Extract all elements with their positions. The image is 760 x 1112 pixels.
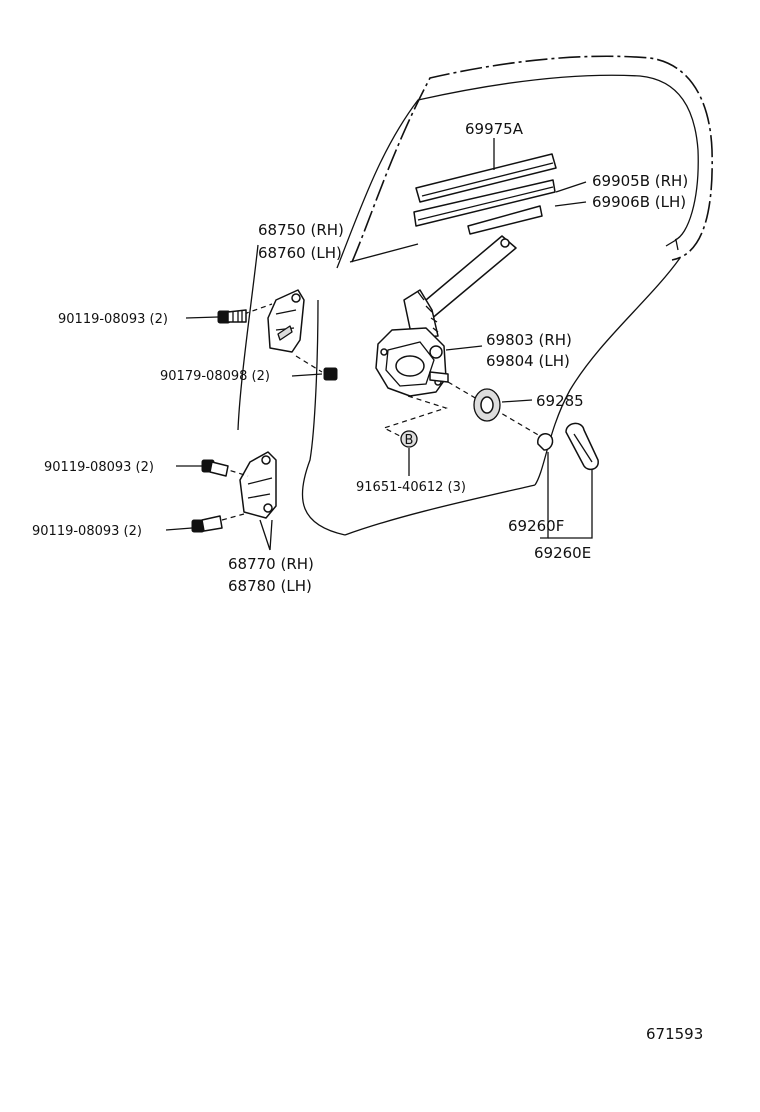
- label-68780: 68780 (LH): [228, 577, 312, 595]
- label-69803: 69803 (RH): [486, 331, 572, 349]
- window-regulator: [375, 235, 541, 439]
- nut-90179: [295, 355, 338, 381]
- washer-69285: [473, 388, 501, 422]
- window-channel-69905b: [413, 179, 556, 235]
- label-bolt-upper: 90119-08093 (2): [58, 312, 168, 327]
- label-69905b: 69905B (RH): [592, 172, 688, 190]
- lower-hinge: [239, 451, 277, 519]
- handle-69260e: [565, 422, 599, 471]
- label-69975a: 69975A: [465, 120, 524, 138]
- label-69906b: 69906B (LH): [592, 193, 686, 211]
- label-69285: 69285: [536, 392, 584, 410]
- bolt-upper: [217, 303, 273, 324]
- bolt-mid: [201, 459, 249, 477]
- door-outline: [237, 55, 713, 536]
- label-nut-90179: 90179-08098 (2): [160, 369, 270, 384]
- upper-hinge: [267, 289, 305, 353]
- figure-id: 671593: [646, 1025, 703, 1043]
- label-69260e: 69260E: [534, 544, 591, 562]
- clip-69260f: [537, 433, 554, 451]
- label-69260f: 69260F: [508, 517, 564, 535]
- label-68770: 68770 (RH): [228, 555, 314, 573]
- label-68760: 68760 (LH): [258, 244, 342, 262]
- label-68750: 68750 (RH): [258, 221, 344, 239]
- label-69804: 69804 (LH): [486, 352, 570, 370]
- label-bolt-lower: 90119-08093 (2): [32, 524, 142, 539]
- marker-b-label: B: [405, 433, 414, 448]
- label-91651: 91651-40612 (3): [356, 480, 466, 495]
- label-bolt-mid: 90119-08093 (2): [44, 460, 154, 475]
- bolt-lower: [191, 513, 245, 533]
- window-channel-69975a: [415, 153, 557, 203]
- marker-b: B: [400, 430, 418, 448]
- leader-lines: [165, 138, 593, 551]
